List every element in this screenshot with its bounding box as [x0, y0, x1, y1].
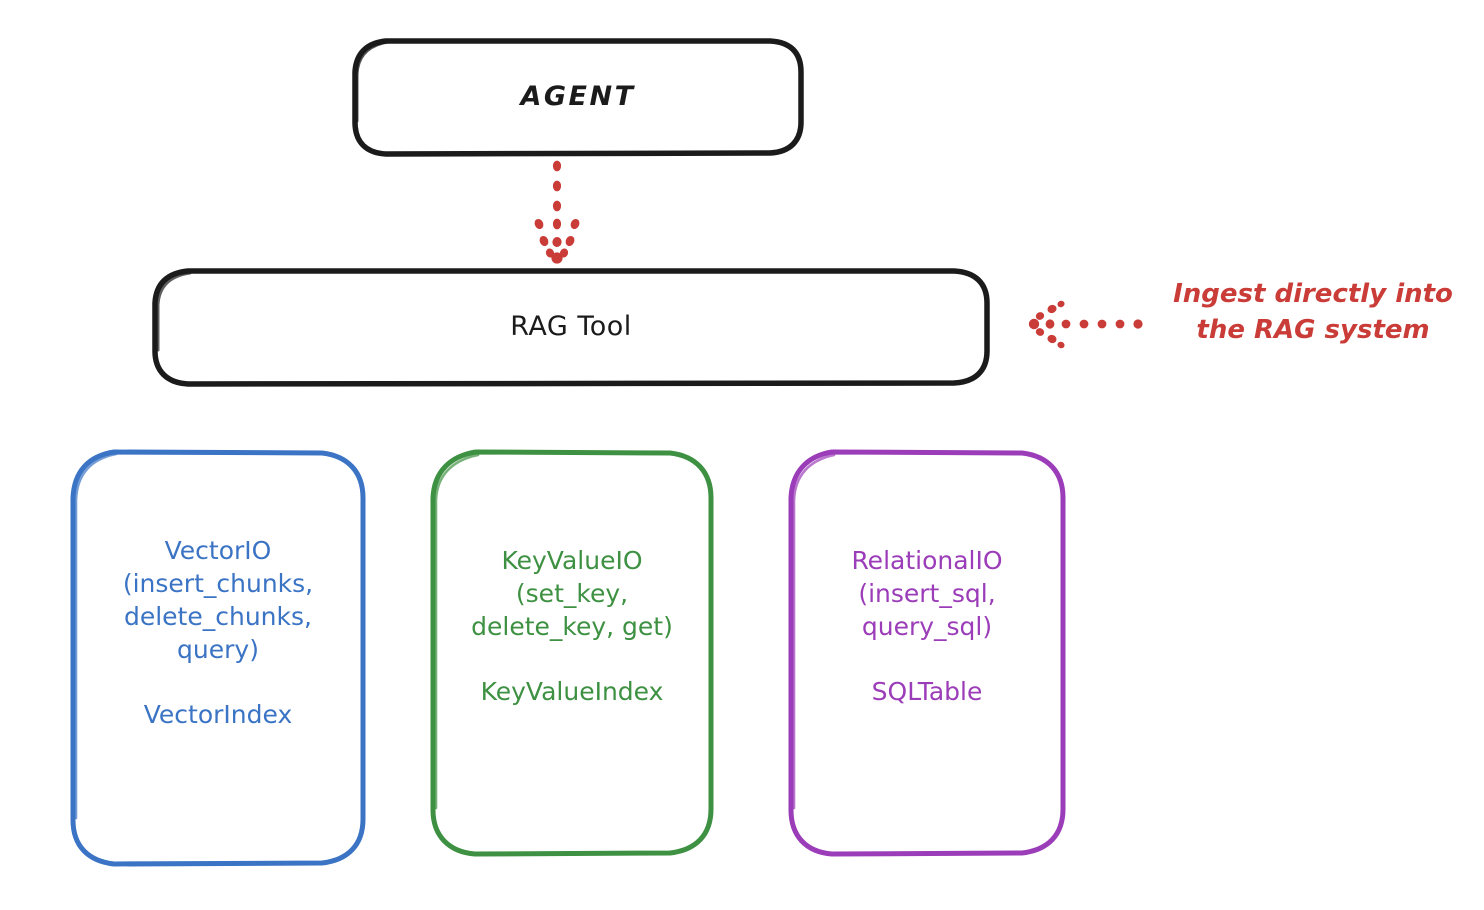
key-value-io-title: KeyValueIO (set_key, delete_key, get)	[471, 546, 673, 641]
key-value-io-node[interactable]: KeyValueIO (set_key, delete_key, get) Ke…	[428, 448, 716, 858]
relational-io-node[interactable]: RelationalIO (insert_sql, query_sql) SQL…	[786, 448, 1068, 858]
relational-io-title: RelationalIO (insert_sql, query_sql)	[851, 546, 1003, 641]
relational-io-index: SQLTable	[871, 677, 983, 706]
agent-to-rag-tool-arrow	[534, 160, 580, 264]
vector-io-node[interactable]: VectorIO (insert_chunks, delete_chunks, …	[68, 448, 368, 868]
vector-io-index: VectorIndex	[143, 700, 293, 729]
key-value-io-node-outline	[430, 449, 714, 857]
relational-io-node-outline	[788, 449, 1066, 857]
key-value-io-index: KeyValueIndex	[480, 677, 664, 706]
ingest-note-arrow	[1028, 300, 1143, 349]
vector-io-title: VectorIO (insert_chunks, delete_chunks, …	[122, 536, 314, 664]
ingest-note-label: Ingest directly into the RAG system	[1173, 279, 1453, 345]
rag-tool-node[interactable]: RAG Tool	[152, 268, 990, 387]
rag-tool-label: RAG Tool	[510, 310, 632, 342]
agent-label: AGENT	[520, 80, 636, 112]
agent-node[interactable]: AGENT	[352, 38, 804, 157]
